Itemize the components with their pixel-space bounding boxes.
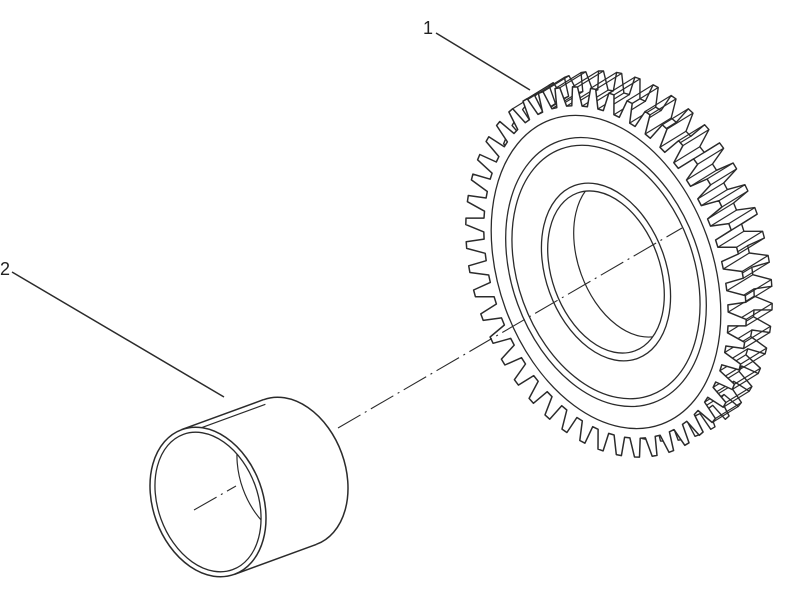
callout-2: 2 [0,259,225,398]
callout-1-leader [435,32,531,91]
gear-part[interactable] [450,70,773,461]
gear-rim-inner-outer [505,136,707,408]
bushing-bottom-edge [234,543,317,576]
gear-bore-chamfer [540,182,672,362]
gear-rim-inner-inner [511,144,701,400]
centerline [193,227,683,511]
centerline-segment-2 [337,227,683,429]
gear-bore [547,190,665,354]
callout-2-leader [11,271,225,398]
gear-face-chamfer [490,114,722,430]
centerline-segment-1 [193,485,237,511]
bushing-part[interactable] [130,381,368,593]
bushing-top-edge [181,398,264,431]
callout-1-label[interactable]: 1 [423,18,433,38]
callout-2-label[interactable]: 2 [0,259,10,279]
callout-1: 1 [423,18,531,91]
bushing-bore-back-edge [236,417,280,543]
